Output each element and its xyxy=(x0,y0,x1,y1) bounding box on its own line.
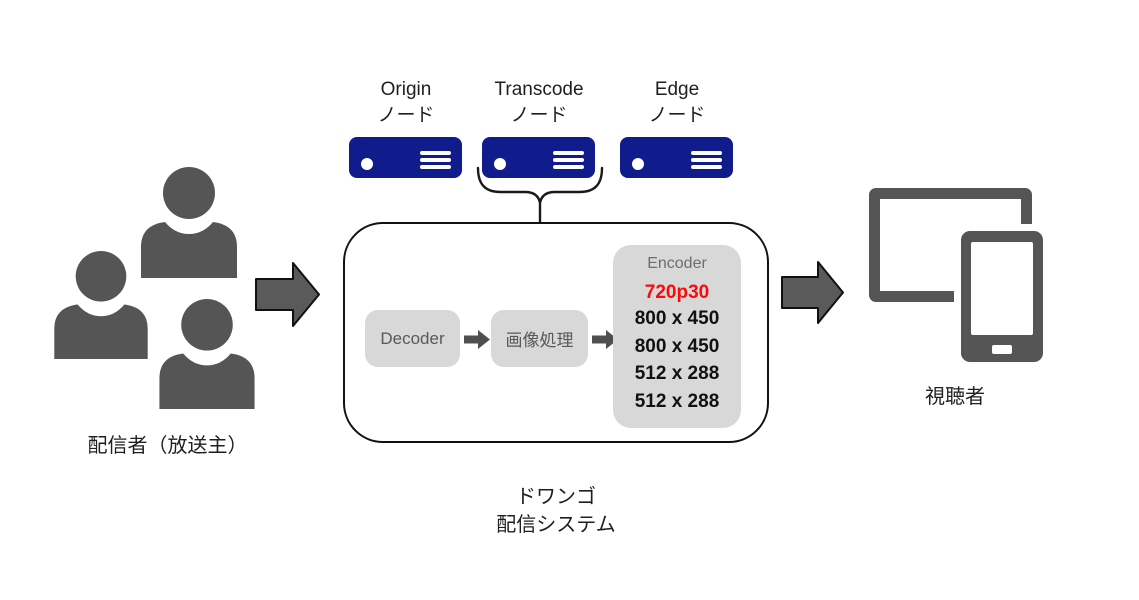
arrow-right-icon xyxy=(592,330,618,349)
encoder-box: Encoder 720p30 800 x 450 800 x 450 512 x… xyxy=(613,245,741,428)
phone-screen xyxy=(971,242,1033,335)
server-led-icon xyxy=(632,158,644,170)
broadcaster-person-icon xyxy=(139,167,239,278)
encoder-output: 512 x 288 xyxy=(634,390,720,412)
encoder-output: 800 x 450 xyxy=(634,335,720,357)
broadcaster-person-icon xyxy=(156,299,258,409)
server-vents-icon xyxy=(420,151,451,169)
server-led-icon xyxy=(361,158,373,170)
edge-server-icon xyxy=(620,137,733,178)
server-vents-icon xyxy=(553,151,584,169)
broadcaster-person-icon xyxy=(51,251,151,359)
server-vents-icon xyxy=(691,151,722,169)
phone-home-button-icon xyxy=(992,345,1012,354)
origin-server-icon xyxy=(349,137,462,178)
brace-connector-icon xyxy=(470,164,610,228)
system-title: ドワンゴ 配信システム xyxy=(496,486,616,536)
arrow-right-icon xyxy=(781,260,844,325)
encoder-highlight: 720p30 xyxy=(644,282,710,303)
arrow-right-icon xyxy=(255,261,320,328)
broadcaster-label: 配信者（放送主） xyxy=(87,435,248,457)
encoder-output: 512 x 288 xyxy=(634,363,720,384)
decoder-box: Decoder xyxy=(365,310,460,367)
smartphone-icon xyxy=(961,231,1043,362)
image-processing-box: 画像処理 xyxy=(491,310,588,367)
encoder-title: Encoder xyxy=(647,255,707,272)
arrow-right-icon xyxy=(464,330,490,349)
viewer-label: 視聴者 xyxy=(925,386,985,408)
server-led-icon xyxy=(494,158,506,170)
encoder-output: 800 x 450 xyxy=(634,308,720,329)
transcode-server-icon xyxy=(482,137,595,178)
